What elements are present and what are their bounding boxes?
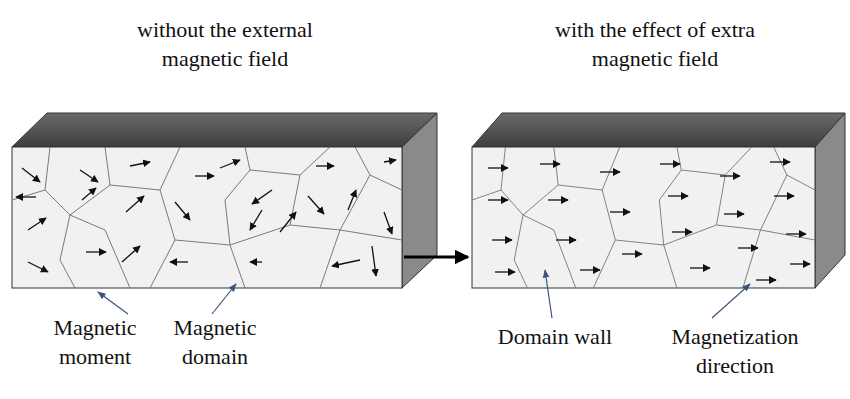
moment-arrow	[790, 263, 810, 264]
moment-arrow	[22, 168, 40, 182]
leader-lines	[98, 270, 750, 318]
moment-arrow	[384, 160, 396, 162]
moment-arrow	[495, 271, 515, 272]
moment-arrow	[252, 190, 272, 204]
moment-arrow	[622, 253, 642, 254]
moment-arrow	[16, 196, 36, 197]
moment-arrow	[28, 218, 46, 230]
moment-arrow	[130, 162, 150, 166]
moment-arrow	[280, 212, 296, 232]
moment-arrow	[786, 233, 806, 234]
moment-arrow	[556, 239, 576, 240]
panel-heading: with the effect of extra magnetic field	[555, 15, 755, 73]
part-label: Magnetization direction	[660, 322, 810, 380]
panel-heading: without the external magnetic field	[100, 15, 350, 73]
moment-arrow	[660, 163, 680, 164]
moment-arrow	[28, 262, 48, 272]
moment-arrow	[384, 212, 392, 234]
moment-arrow	[724, 213, 744, 214]
part-label: Magnetic moment	[40, 313, 150, 371]
moment-arrow	[600, 171, 620, 172]
transition-arrow	[404, 256, 468, 259]
moment-arrow	[122, 246, 140, 262]
moment-arrow	[250, 210, 262, 230]
moment-arrow	[126, 196, 144, 212]
moment-arrow	[720, 175, 740, 176]
moment-arrow	[348, 190, 356, 210]
part-label: Magnetic domain	[160, 313, 270, 371]
moment-arrow	[770, 161, 790, 162]
moment-arrow	[488, 199, 508, 200]
moment-arrow	[220, 160, 240, 168]
moment-arrow	[332, 260, 360, 266]
moment-arrow	[86, 251, 106, 252]
right-block	[472, 113, 845, 288]
part-label: Domain wall	[470, 322, 640, 351]
moment-arrow	[80, 170, 98, 182]
moment-arrow	[82, 188, 96, 200]
left-block	[12, 113, 437, 288]
moment-arrow	[488, 167, 508, 168]
moment-arrow	[175, 202, 190, 220]
moment-arrow	[492, 239, 512, 240]
moment-arrow	[540, 163, 560, 164]
moment-arrow	[308, 196, 324, 214]
moment-arrow	[668, 195, 688, 196]
moment-arrow	[195, 175, 214, 176]
moment-arrow	[250, 261, 262, 262]
moment-arrow	[170, 261, 188, 262]
moment-arrow	[672, 231, 692, 232]
moment-arrow	[738, 247, 758, 248]
moment-arrow	[774, 195, 794, 196]
moment-arrow	[580, 269, 600, 270]
moment-arrow	[690, 267, 710, 268]
moment-arrow	[372, 246, 376, 276]
moment-arrow	[548, 199, 568, 200]
moment-arrow	[756, 279, 776, 280]
moment-arrow	[316, 165, 334, 166]
moment-arrow	[610, 211, 630, 212]
